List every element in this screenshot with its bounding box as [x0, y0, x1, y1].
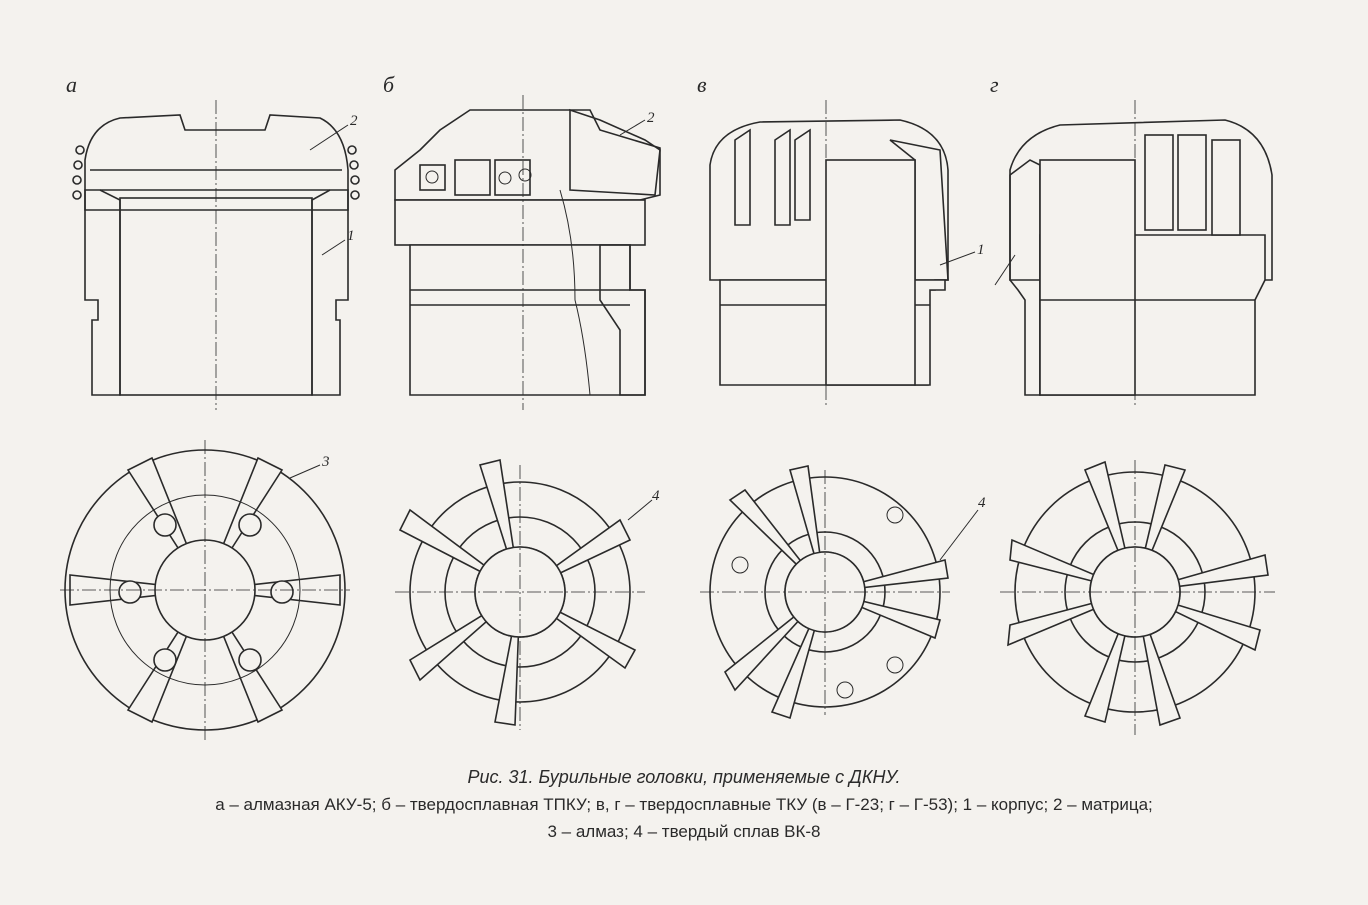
cutters-b: [419, 159, 532, 196]
panel-v-label: в: [697, 72, 707, 97]
caption-line-3: 3 – алмаз; 4 – твердый сплав ВК-8: [547, 822, 821, 841]
panel-a-callout-2: 2: [350, 113, 358, 129]
panel-v-callout-4: 4: [978, 495, 986, 511]
panel-b-callout-2: 2: [647, 110, 655, 126]
figure-caption: Рис. 31. Бурильные головки, применяемые …: [0, 764, 1368, 845]
panel-a-callout-1: 1: [347, 228, 355, 244]
panel-g-label: г: [990, 72, 999, 97]
panel-v-face-view: 4: [700, 465, 986, 720]
caption-title: Рис. 31. Бурильные головки, применяемые …: [467, 767, 901, 787]
panel-v-callout-1: 1: [977, 242, 985, 258]
panel-a-callout-3: 3: [321, 454, 330, 470]
panel-b-side-view: б 2: [383, 72, 661, 410]
panel-a-side-view: а 2 1: [66, 72, 360, 410]
panel-b-label: б: [383, 72, 395, 97]
panel-a-face-view: 3: [60, 440, 350, 740]
panel-g-face-view: [1000, 460, 1275, 735]
panel-a-label: а: [66, 72, 77, 97]
panel-b-face-view: 4: [395, 459, 660, 730]
crown-teeth-a: [72, 145, 360, 200]
cutters-g: [1144, 134, 1241, 236]
panel-b-callout-4: 4: [652, 488, 660, 504]
panel-v-side-view: в 1: [697, 72, 985, 405]
caption-line-2: а – алмазная АКУ-5; б – твердосплавная Т…: [215, 795, 1153, 814]
panel-g-side-view: г: [990, 72, 1273, 405]
cutters-v: [734, 128, 811, 226]
